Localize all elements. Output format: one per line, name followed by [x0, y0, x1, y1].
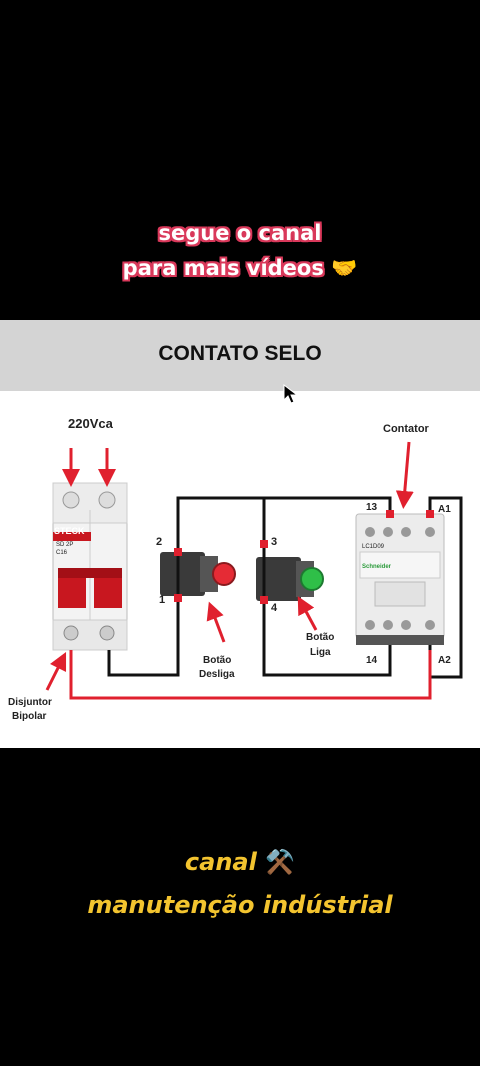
breaker-model-1: SD 2P — [56, 542, 74, 548]
handshake-icon: 🤝 — [331, 256, 358, 280]
tools-icon: ⚒️ — [265, 848, 296, 876]
terminal-4: 4 — [271, 602, 278, 614]
bottom-caption-text-2: manutenção indústrial — [87, 891, 393, 919]
wiring-diagram — [45, 441, 463, 700]
breaker — [52, 482, 128, 651]
bottom-caption-1: canal ⚒️ — [0, 848, 480, 876]
contactor-brand: Schneider — [362, 564, 392, 570]
voltage-label: 220Vca — [68, 416, 113, 431]
contactor-label: Contator — [383, 423, 429, 435]
red-phase-wire — [69, 650, 432, 700]
contactor-model: LC1D09 — [362, 544, 385, 550]
on-button-label-2: Liga — [310, 647, 331, 658]
breaker-model-2: C16 — [56, 550, 68, 556]
terminal-1: 1 — [159, 594, 166, 606]
off-button-label-2: Desliga — [199, 669, 235, 680]
caption-line-1: segue o canal — [0, 221, 480, 245]
contactor — [355, 513, 445, 645]
diagram-title: CONTATO SELO — [158, 342, 322, 365]
terminal-13: 13 — [366, 502, 378, 513]
caption-text-1: segue o canal — [158, 221, 322, 245]
off-button-label-1: Botão — [203, 655, 232, 666]
caption-line-2: para mais vídeos 🤝 — [0, 256, 480, 281]
breaker-brand: STECK — [54, 526, 85, 536]
breaker-label-2: Bipolar — [12, 711, 47, 722]
bottom-caption-2: manutenção indústrial — [0, 891, 480, 919]
terminal-2: 2 — [156, 536, 163, 548]
arrows — [45, 441, 414, 691]
on-button — [256, 557, 324, 601]
terminal-3: 3 — [271, 536, 278, 548]
pointer-icon — [283, 384, 299, 404]
caption-text-2: para mais vídeos — [122, 256, 324, 280]
diagram-header: CONTATO SELO — [0, 320, 480, 391]
breaker-label-1: Disjuntor — [8, 697, 52, 708]
on-button-label-1: Botão — [306, 632, 335, 643]
off-button — [160, 552, 236, 596]
bottom-caption-text-1: canal — [184, 848, 257, 876]
terminal-a2: A2 — [438, 655, 451, 666]
terminal-14: 14 — [366, 655, 378, 666]
diagram-panel: CONTATO SELO — [0, 320, 480, 748]
terminal-a1: A1 — [438, 504, 451, 515]
